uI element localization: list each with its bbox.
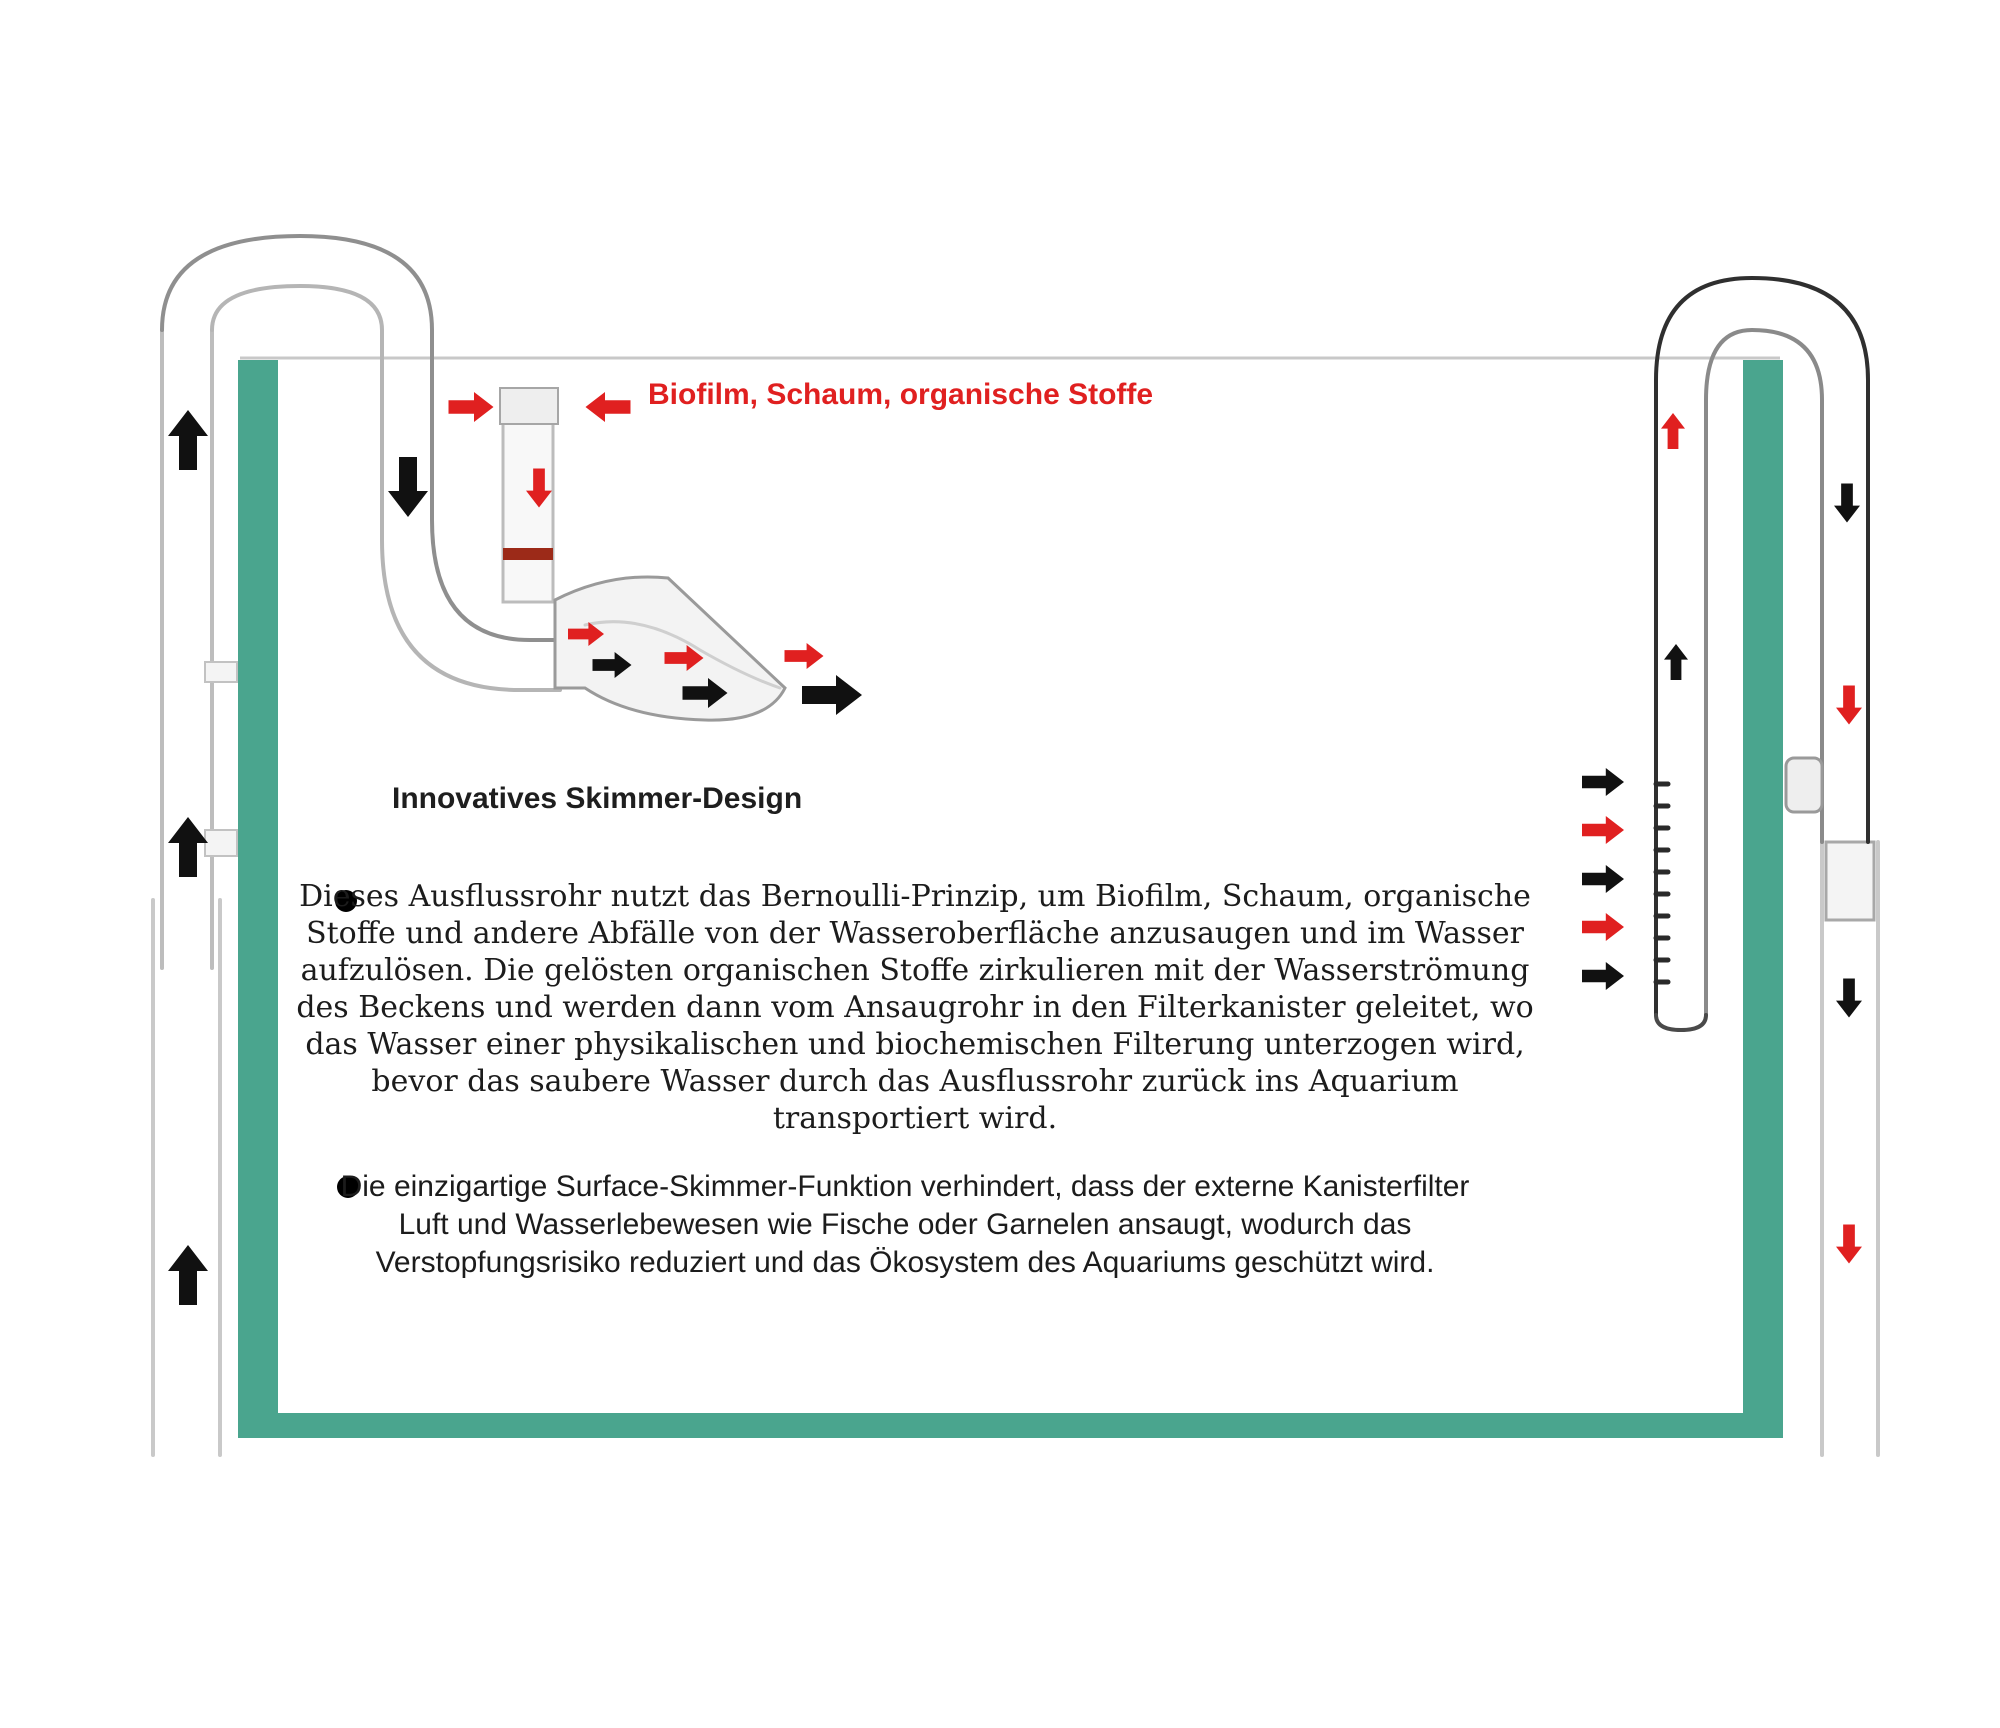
arrow-down-icon bbox=[388, 457, 428, 517]
aquarium-tank bbox=[238, 356, 1783, 1438]
description-paragraph-2: Die einzigartige Surface-Skimmer-Funktio… bbox=[340, 1170, 1470, 1279]
skimmer-intake-label: Biofilm, Schaum, organische Stoffe bbox=[648, 378, 1154, 411]
intake-pipe-right bbox=[1653, 275, 1880, 1457]
arrow-up-icon bbox=[168, 410, 208, 470]
arrow-right-icon bbox=[1582, 913, 1624, 941]
arrow-right-icon bbox=[1582, 865, 1624, 893]
arrow-up-icon bbox=[168, 817, 208, 877]
arrow-down-icon bbox=[1834, 483, 1860, 523]
arrow-right-icon bbox=[784, 643, 824, 669]
arrow-right-icon bbox=[448, 392, 494, 422]
arrow-up-icon bbox=[1661, 413, 1685, 449]
arrow-right-icon bbox=[802, 675, 862, 715]
arrow-right-icon bbox=[1582, 816, 1624, 844]
bullet-icon bbox=[337, 1176, 359, 1198]
arrow-up-icon bbox=[1664, 644, 1688, 680]
arrow-down-icon bbox=[1836, 1224, 1862, 1264]
arrow-down-icon bbox=[1836, 978, 1862, 1018]
arrow-down-icon bbox=[1836, 685, 1862, 725]
tank-wall-left bbox=[238, 360, 278, 1438]
section-heading: Innovatives Skimmer-Design bbox=[392, 782, 803, 815]
arrow-right-icon bbox=[1582, 962, 1624, 990]
arrow-left-icon bbox=[585, 392, 631, 422]
outflow-pipe-left bbox=[151, 233, 787, 1457]
arrow-right-icon bbox=[1582, 768, 1624, 796]
tank-wall-right bbox=[1743, 360, 1783, 1438]
arrow-up-icon bbox=[168, 1245, 208, 1305]
tank-bottom bbox=[238, 1413, 1783, 1438]
description-paragraph-1: Dieses Ausflussrohr nutzt das Bernoulli-… bbox=[296, 879, 1534, 1136]
intake-slots bbox=[1653, 781, 1671, 985]
bullet-icon bbox=[335, 890, 357, 912]
